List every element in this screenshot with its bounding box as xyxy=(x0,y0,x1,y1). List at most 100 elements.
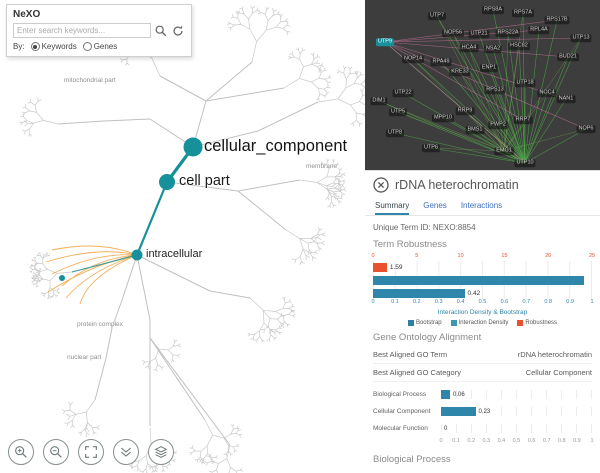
axis-tick: 0 xyxy=(439,438,443,444)
radio-genes-control[interactable] xyxy=(82,42,92,51)
tree-node-label-protein-complex: protein complex xyxy=(77,321,123,328)
radio-genes[interactable]: Genes xyxy=(82,42,117,51)
search-panel: NeXO By: Keywords xyxy=(6,4,192,57)
network-node[interactable]: PWP2 xyxy=(488,121,508,129)
robustness-x-axis-label: Interaction Density & Bootstrap xyxy=(437,309,528,316)
tree-branch-cluster xyxy=(188,419,243,465)
network-node[interactable]: DIM1 xyxy=(370,97,388,105)
refresh-icon[interactable] xyxy=(171,24,185,38)
layers-button[interactable] xyxy=(148,439,174,465)
network-node[interactable]: RPL4A xyxy=(528,26,550,34)
network-node[interactable]: NSA2 xyxy=(483,45,503,53)
tree-node-label-intracellular[interactable]: intracellular xyxy=(146,248,203,260)
detail-body: Unique Term ID: NEXO:8854 Term Robustnes… xyxy=(365,216,600,465)
go-bar-track: 0.23 xyxy=(441,407,592,416)
tree-node-subterm[interactable] xyxy=(59,275,65,281)
legend-label: Robustness xyxy=(525,320,558,326)
tab-interactions[interactable]: Interactions xyxy=(460,201,503,210)
radio-keywords-label: Keywords xyxy=(41,42,77,51)
network-node[interactable]: RPS13 xyxy=(484,86,506,94)
network-node[interactable]: NOP6 xyxy=(576,125,596,133)
network-node[interactable]: NOP14 xyxy=(401,55,425,63)
term-detail-panel: rDNA heterochromatin Summary Genes Inter… xyxy=(365,170,600,473)
search-icon[interactable] xyxy=(154,24,168,38)
legend-item: Robustness xyxy=(517,320,557,326)
tree-node-intracellular[interactable] xyxy=(131,249,143,261)
network-node[interactable]: UTP5 xyxy=(388,108,408,116)
robustness-bar xyxy=(373,276,585,285)
tree-connector-edges xyxy=(57,61,319,446)
close-detail-button[interactable] xyxy=(373,177,389,193)
network-node[interactable]: MPP10 xyxy=(431,114,455,122)
network-node[interactable]: NOP56 xyxy=(441,29,465,37)
go-row-value: Cellular Component xyxy=(525,368,592,377)
zoom-in-button[interactable] xyxy=(8,439,34,465)
axis-tick: 0.3 xyxy=(434,299,443,305)
zoom-out-button[interactable] xyxy=(43,439,69,465)
legend-label: Interaction Density xyxy=(458,320,509,326)
by-label: By: xyxy=(13,42,25,51)
zoom-out-icon xyxy=(50,446,62,458)
network-node[interactable]: RPS17B xyxy=(544,16,570,24)
radio-keywords-control[interactable] xyxy=(30,42,40,51)
collapse-all-button[interactable] xyxy=(113,439,139,465)
network-node[interactable]: UTP6 xyxy=(421,144,441,152)
axis-tick: 0.7 xyxy=(522,299,531,305)
network-node[interactable]: UTP9 xyxy=(375,38,395,46)
go-bar xyxy=(441,407,476,416)
axis-tick: 15 xyxy=(501,253,508,259)
legend-item: Bootstrap xyxy=(407,320,442,326)
axis-tick: 0.5 xyxy=(478,299,487,305)
network-node[interactable]: UTP18 xyxy=(514,79,536,87)
network-node[interactable]: UTP7 xyxy=(427,12,447,20)
go-bar xyxy=(441,390,450,399)
tree-node-label-cellular-component[interactable]: cellular_component xyxy=(204,137,348,155)
network-node[interactable]: RPA49 xyxy=(430,58,452,66)
close-circle-icon xyxy=(373,177,389,193)
network-node[interactable]: UTP10 xyxy=(514,159,536,167)
network-node[interactable]: RPS8A xyxy=(481,6,505,14)
network-node[interactable]: ENP1 xyxy=(479,64,499,72)
network-node[interactable]: BUD21 xyxy=(557,53,579,61)
biological-process-heading: Biological Process xyxy=(373,454,451,465)
go-alignment-table: Best Aligned GO Term rDNA heterochromati… xyxy=(373,346,592,382)
network-node[interactable]: UTP8 xyxy=(385,129,405,137)
tab-genes[interactable]: Genes xyxy=(423,201,447,210)
term-id-label: Unique Term ID: xyxy=(373,223,431,232)
go-row-label: Best Aligned GO Term xyxy=(373,350,448,359)
brand-title: NeXO xyxy=(13,9,41,20)
network-node[interactable]: RRP9 xyxy=(455,107,475,115)
network-node[interactable]: RPS7A xyxy=(511,9,535,17)
network-node[interactable]: HCA4 xyxy=(459,44,479,52)
bar-value-label: 0 xyxy=(444,425,448,432)
ontology-tree-canvas[interactable] xyxy=(0,0,365,473)
network-node[interactable]: NAN1 xyxy=(556,95,576,103)
network-node[interactable]: NOC4 xyxy=(537,89,557,97)
axis-tick: 0.9 xyxy=(573,438,581,444)
network-node[interactable]: EMG1 xyxy=(494,147,514,155)
network-node[interactable]: RPS22A xyxy=(495,29,521,37)
network-node[interactable]: UTP21 xyxy=(468,30,490,38)
network-node[interactable]: UTP22 xyxy=(392,89,414,97)
tree-node-cellular-component[interactable] xyxy=(183,137,203,157)
network-node[interactable]: HSC82 xyxy=(508,42,530,50)
ontology-tree-panel[interactable]: cellular_component cell part intracellul… xyxy=(0,0,365,473)
axis-tick: 0.1 xyxy=(452,438,460,444)
network-node[interactable]: RRP7 xyxy=(513,116,533,124)
search-input[interactable] xyxy=(13,23,151,38)
radio-keywords[interactable]: Keywords xyxy=(30,42,77,51)
tab-summary[interactable]: Summary xyxy=(375,199,410,215)
tree-node-cell-part[interactable] xyxy=(159,174,175,190)
network-node[interactable]: KRE33 xyxy=(449,68,471,76)
network-node[interactable]: BMS1 xyxy=(465,126,485,134)
network-node[interactable]: UTP13 xyxy=(570,34,592,42)
go-bar-track: 0.06 xyxy=(441,390,592,399)
axis-tick: 20 xyxy=(545,253,552,259)
tree-node-label-cell-part[interactable]: cell part xyxy=(179,173,230,189)
go-row-value: rDNA heterochromatin xyxy=(517,350,592,359)
fit-to-screen-button[interactable] xyxy=(78,439,104,465)
